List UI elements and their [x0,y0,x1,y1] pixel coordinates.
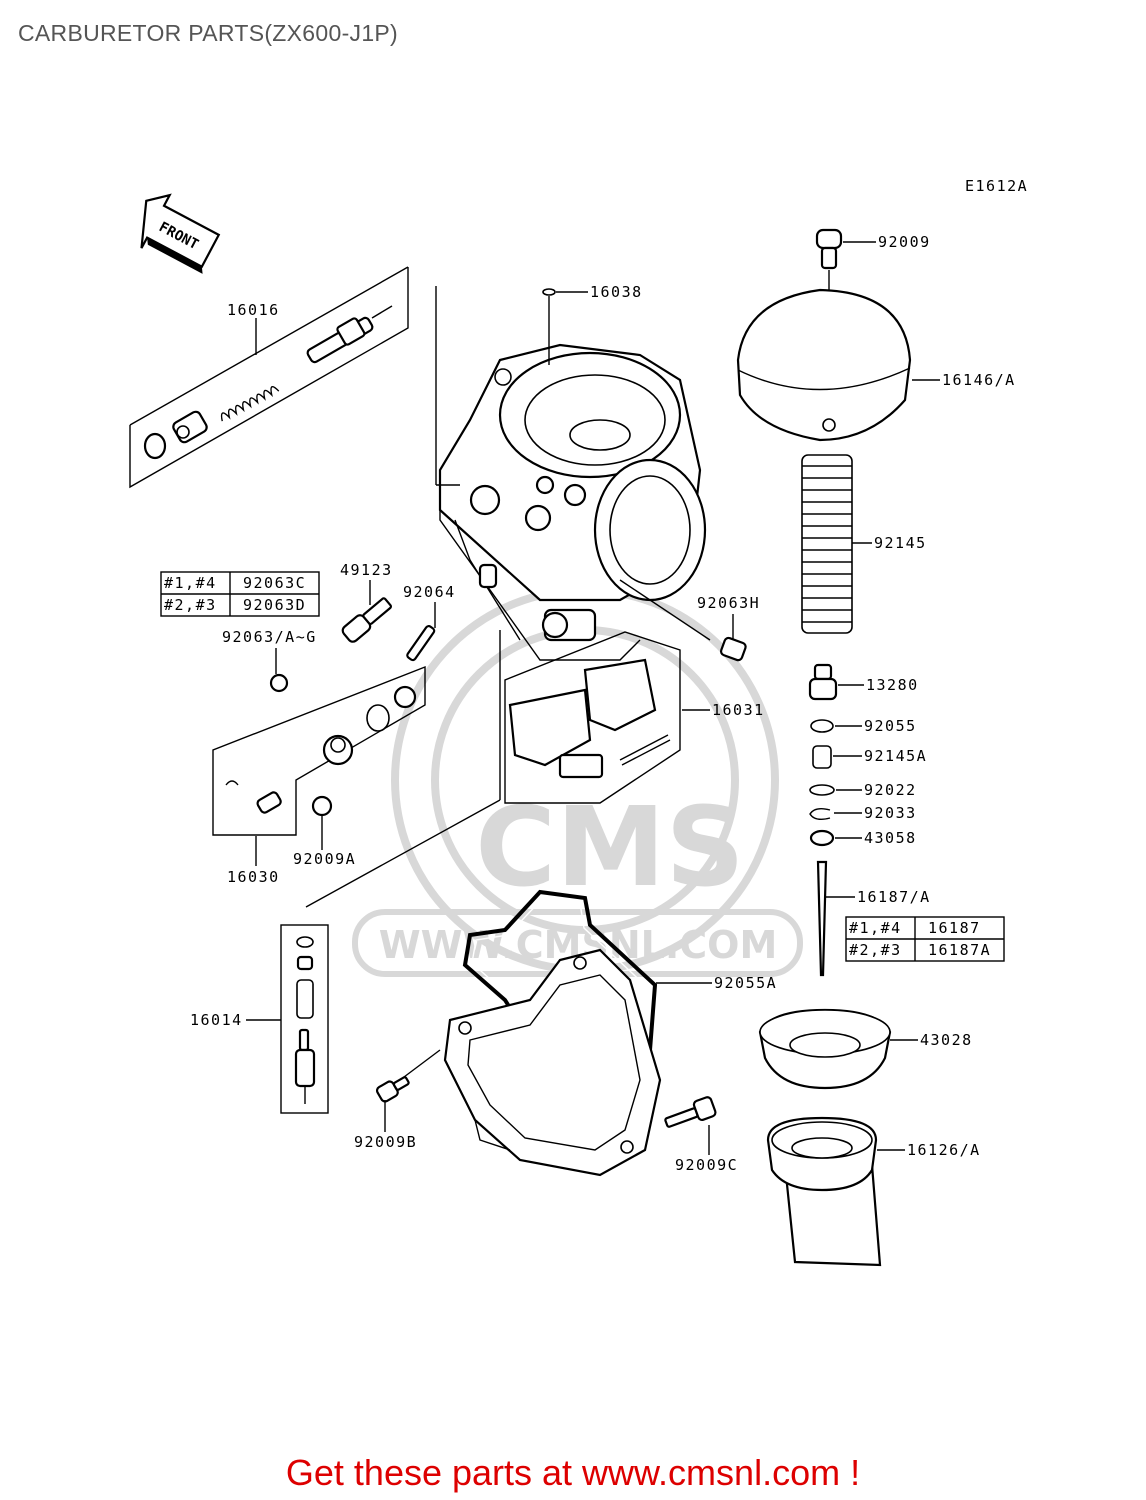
label-16030: 16030 [227,868,280,886]
label-92055: 92055 [864,717,917,735]
table-left-part-2: 92063D [243,596,306,614]
part-16126-slide [766,1116,882,1267]
table-left-part-1: 92063C [243,574,306,592]
table-right-cyl-1: #1,#4 [849,919,902,937]
part-92009-screw-icon [815,228,843,270]
label-92009c: 92009C [675,1156,738,1174]
part-16014-group [280,924,329,1114]
carburetor-body [435,286,707,661]
label-92009a: 92009A [293,850,356,868]
label-92064: 92064 [403,583,456,601]
part-16030-group [212,665,426,836]
part-16031-float [504,631,681,804]
table-right: #1,#4 16187 #2,#3 16187A [845,916,1005,962]
label-16014: 16014 [190,1011,243,1029]
table-right-part-1: 16187 [928,919,981,937]
part-92033-icon [809,807,831,821]
label-92145: 92145 [874,534,927,552]
part-49123-icon [341,597,392,643]
part-92009b-screw-icon [375,1076,410,1103]
label-92055a: 92055A [714,974,777,992]
float-bowl [443,948,662,1177]
label-92063ag: 92063/A~G [222,628,317,646]
part-92145-spring-icon [801,454,853,634]
table-left-cyl-1: #1,#4 [164,574,217,592]
label-43058: 43058 [864,829,917,847]
part-92145a-icon [812,745,832,769]
watermark-brand: CMS [475,783,744,911]
label-92145a: 92145A [864,747,927,765]
label-16146: 16146/A [942,371,1016,389]
part-13280-icon [808,663,838,701]
footer-link[interactable]: Get these parts at www.cmsnl.com ! [285,1452,861,1493]
part-43058-icon [809,829,835,847]
label-92009b: 92009B [354,1133,417,1151]
label-92063h: 92063H [697,594,760,612]
table-left-cyl-2: #2,#3 [164,596,217,614]
table-right-cyl-2: #2,#3 [849,941,902,959]
page-title: CARBURETOR PARTS(ZX600-J1P) [18,20,399,46]
part-92063-icon [269,673,289,693]
table-right-part-2: 16187A [928,941,991,959]
part-43028-diaphragm [758,1008,892,1090]
part-16187-needle-icon [816,860,828,977]
label-92033: 92033 [864,804,917,822]
label-16016: 16016 [227,301,280,319]
label-43028: 43028 [920,1031,973,1049]
part-92055-icon [810,719,834,733]
part-92022-icon [809,784,835,796]
part-92063h-icon [719,636,747,662]
part-92009c-screw-icon [664,1096,717,1128]
figure-code: E1612A [965,177,1028,195]
label-16031: 16031 [712,701,765,719]
label-92022: 92022 [864,781,917,799]
label-16187: 16187/A [857,888,931,906]
label-13280: 13280 [866,676,919,694]
label-49123: 49123 [340,561,393,579]
label-16126: 16126/A [907,1141,981,1159]
part-16146-cap-icon [736,288,912,442]
part-16016-group [129,266,409,489]
label-16038: 16038 [590,283,643,301]
part-16038-icon [542,288,556,296]
table-left: #1,#4 92063C #2,#3 92063D [160,571,320,617]
label-92009: 92009 [878,233,931,251]
part-92064-icon [406,625,436,662]
front-arrow-icon: FRONT [140,193,221,274]
